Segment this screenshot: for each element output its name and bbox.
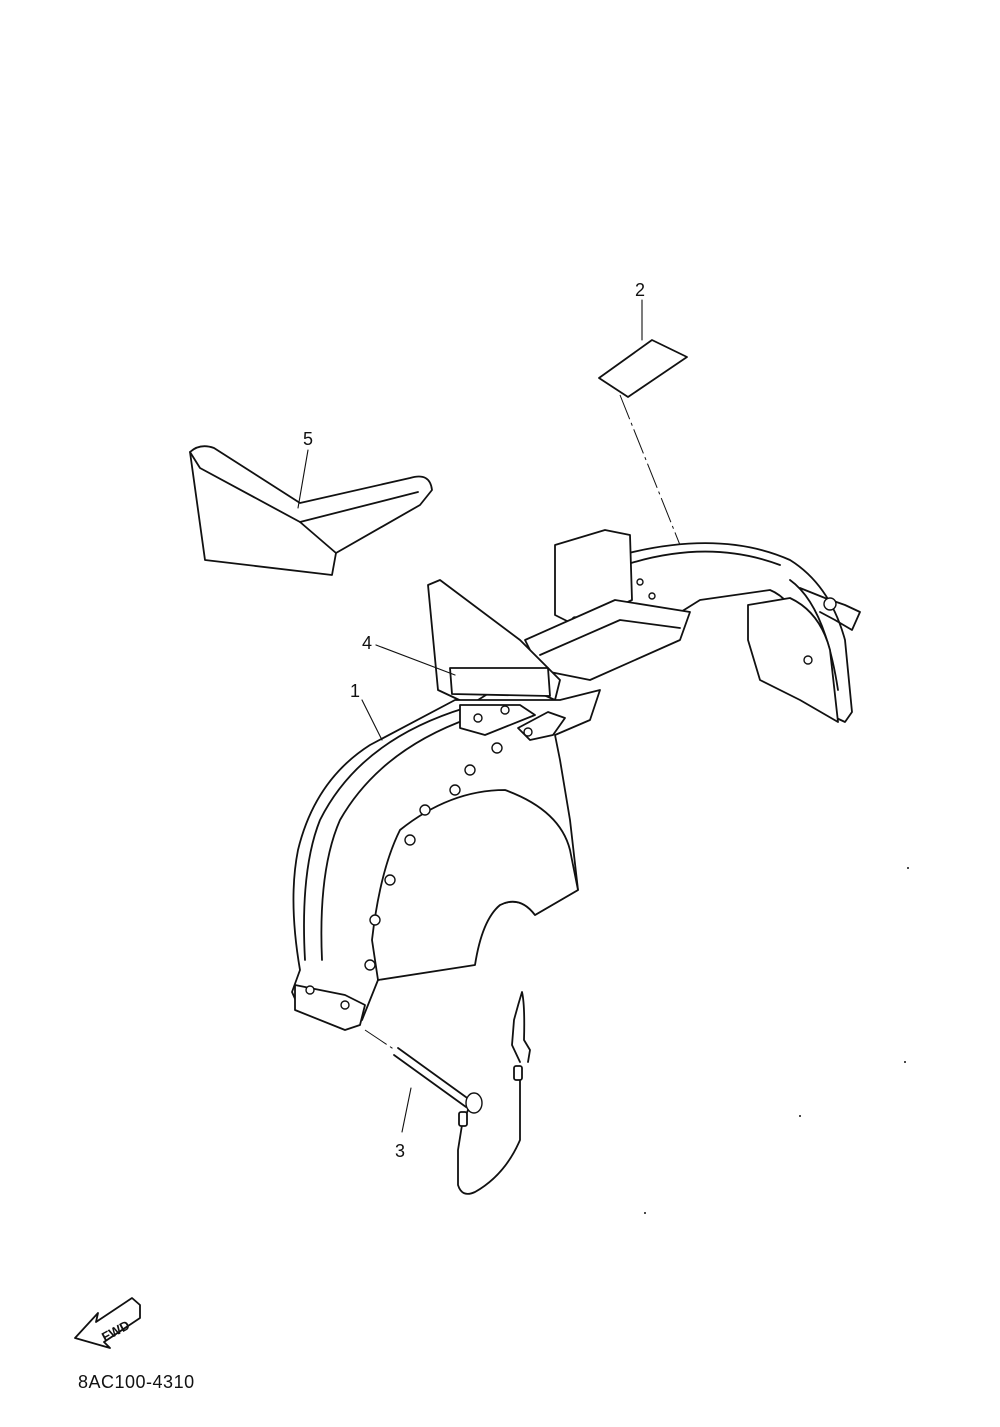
callout-5: 5 <box>303 429 313 449</box>
callout-2: 2 <box>635 280 645 300</box>
callout-4: 4 <box>362 633 372 653</box>
callout-3: 3 <box>395 1141 405 1161</box>
part-4-label <box>375 644 551 697</box>
part-1-fender <box>291 529 861 1031</box>
part-5-seat-pad <box>189 445 433 576</box>
part-2-label-plate <box>598 299 689 566</box>
part-3-pin <box>364 991 531 1195</box>
fwd-arrow-icon: FWD <box>74 1297 141 1349</box>
callout-1: 1 <box>350 681 360 701</box>
figure-code: 8AC100-4310 <box>78 1372 195 1392</box>
